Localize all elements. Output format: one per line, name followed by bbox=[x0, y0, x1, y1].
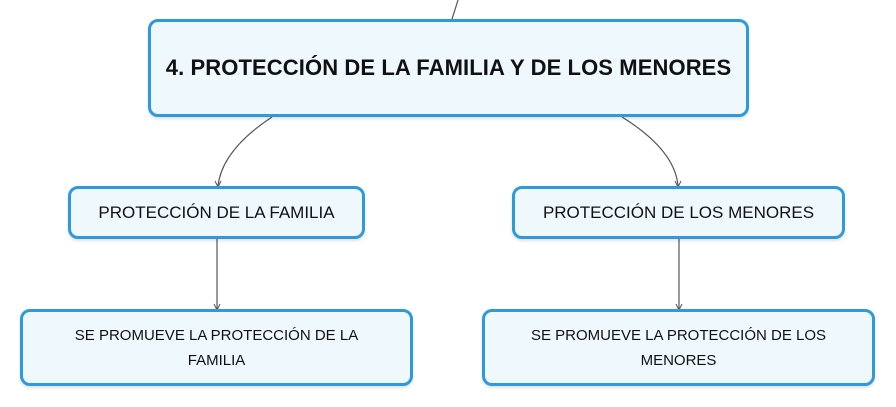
connector-root-to-familia bbox=[217, 116, 273, 187]
subtopic-familia-label: PROTECCIÓN DE LA FAMILIA bbox=[98, 202, 335, 222]
detail-familia-node[interactable]: SE PROMUEVE LA PROTECCIÓN DE LA FAMILIA bbox=[20, 309, 413, 386]
subtopic-menores-node[interactable]: PROTECCIÓN DE LOS MENORES bbox=[512, 186, 845, 239]
detail-menores-label: SE PROMUEVE LA PROTECCIÓN DE LOS MENORES bbox=[530, 326, 827, 369]
subtopic-familia-node[interactable]: PROTECCIÓN DE LA FAMILIA bbox=[68, 186, 365, 239]
connector-root-to-menores bbox=[621, 116, 679, 187]
detail-menores-node[interactable]: SE PROMUEVE LA PROTECCIÓN DE LOS MENORES bbox=[482, 309, 875, 386]
detail-familia-label: SE PROMUEVE LA PROTECCIÓN DE LA FAMILIA bbox=[74, 326, 359, 369]
incoming-parent-connector bbox=[451, 0, 459, 20]
root-topic-label: 4. PROTECCIÓN DE LA FAMILIA Y DE LOS MEN… bbox=[165, 55, 732, 80]
subtopic-menores-label: PROTECCIÓN DE LOS MENORES bbox=[542, 202, 815, 222]
root-topic-node[interactable]: 4. PROTECCIÓN DE LA FAMILIA Y DE LOS MEN… bbox=[148, 19, 749, 117]
